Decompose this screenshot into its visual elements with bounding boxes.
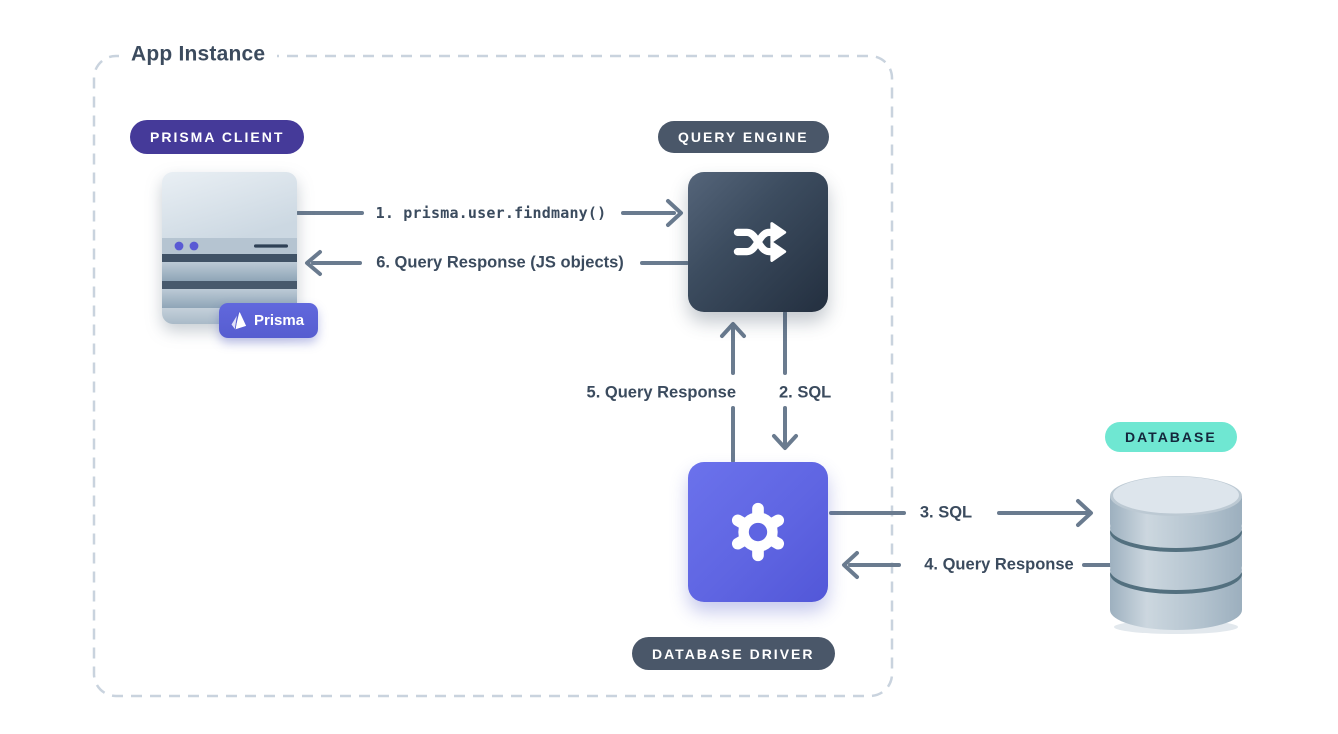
arrow-2 <box>772 311 798 450</box>
arrow-4 <box>842 551 1113 579</box>
prisma-client-badge: PRISMA CLIENT <box>130 120 305 154</box>
shuffle-icon <box>725 209 791 275</box>
prisma-logo-icon <box>229 310 248 331</box>
server-icon <box>162 172 297 324</box>
database-driver-badge: DATABASE DRIVER <box>632 637 835 670</box>
query-engine-badge: QUERY ENGINE <box>658 121 829 153</box>
database-driver-node <box>688 462 828 602</box>
arrow-6-label: 6. Query Response (JS objects) <box>376 253 624 272</box>
arrow-3-label: 3. SQL <box>919 503 973 522</box>
arrow-1 <box>296 199 683 227</box>
query-engine-node <box>688 172 828 312</box>
arrow-5 <box>720 322 746 463</box>
prisma-logo-badge: Prisma <box>219 303 319 338</box>
server-icon-graphic <box>162 172 297 324</box>
arrow-2-label: 2. SQL <box>779 383 832 402</box>
arrow-1-label: 1. prisma.user.findmany() <box>375 204 607 222</box>
app-instance-boundary <box>92 54 894 698</box>
gear-icon <box>723 497 793 567</box>
prisma-logo-label: Prisma <box>254 312 305 329</box>
arrow-6 <box>305 250 689 276</box>
arrow-4-label: 4. Query Response <box>924 555 1074 574</box>
database-badge: DATABASE <box>1105 422 1237 452</box>
arrow-5-label: 5. Query Response <box>586 383 736 402</box>
arrow-3 <box>829 499 1093 527</box>
database-cylinder-icon <box>1107 472 1245 636</box>
app-instance-title: App Instance <box>119 42 278 67</box>
